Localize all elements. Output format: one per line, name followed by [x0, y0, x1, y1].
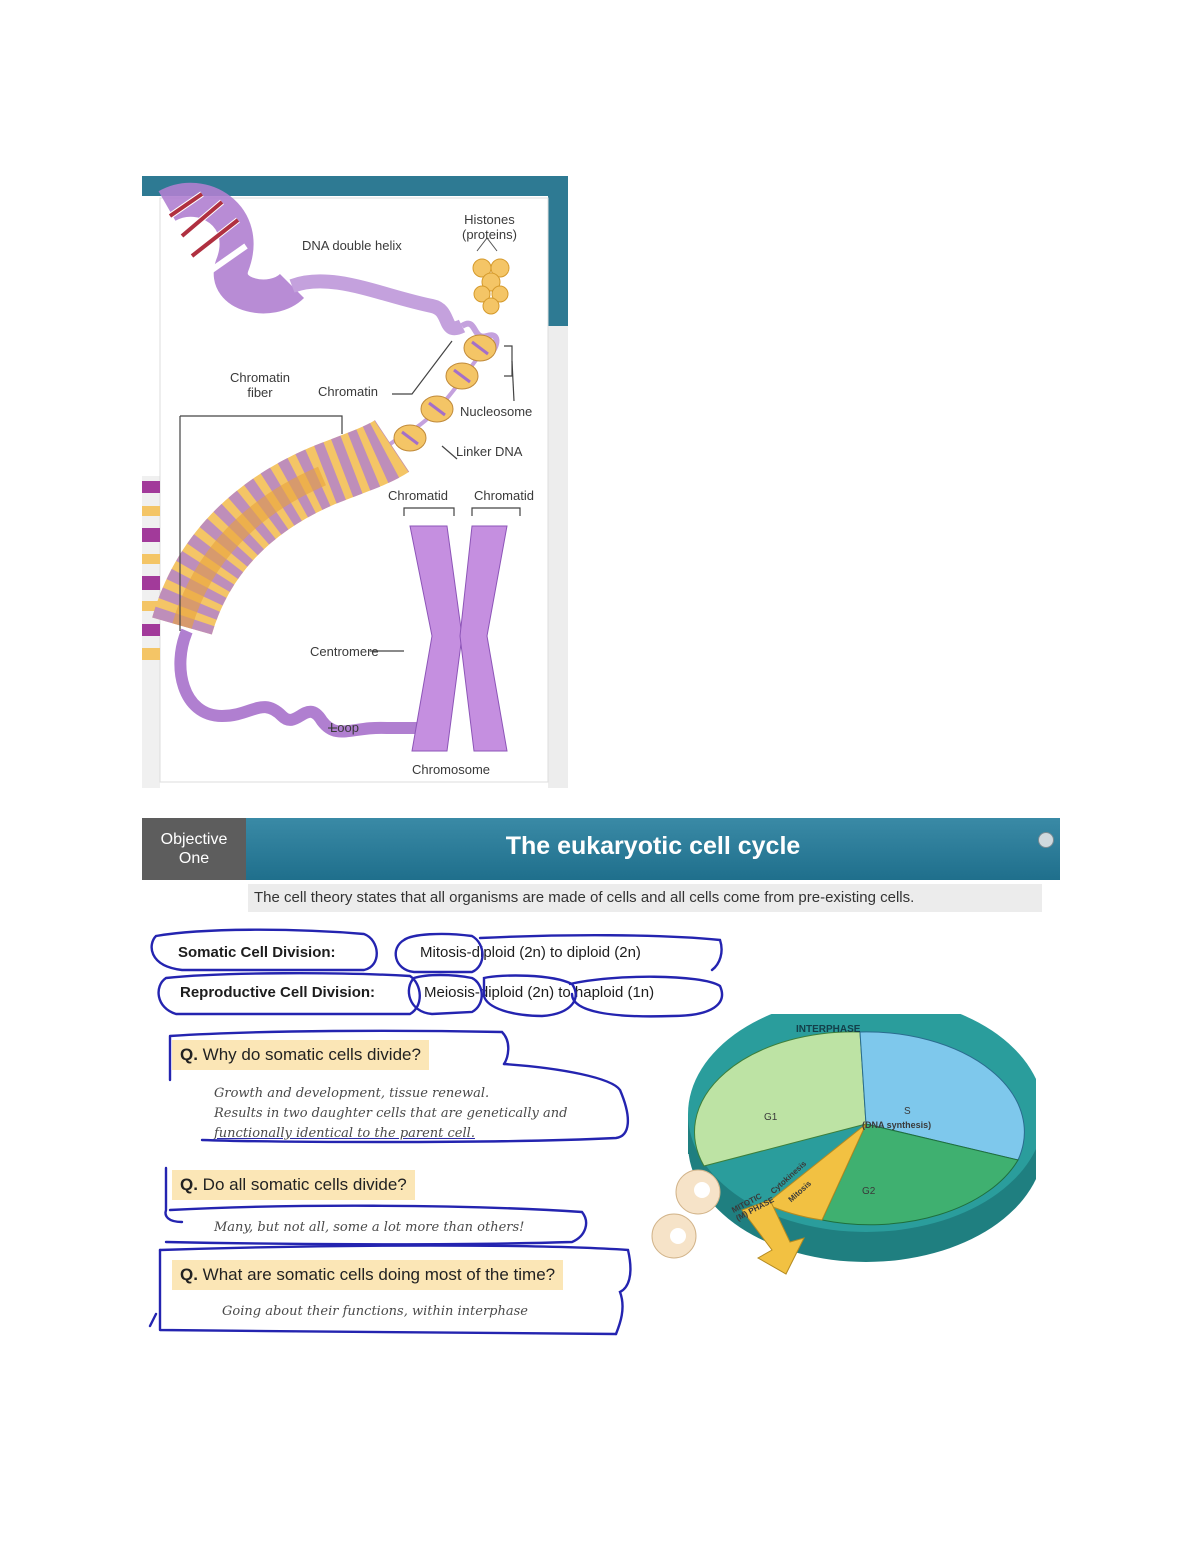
- objective-label: Objective One: [160, 831, 228, 867]
- label-nucleosome: Nucleosome: [460, 404, 533, 419]
- cell-theory-banner: The cell theory states that all organism…: [248, 884, 1042, 912]
- label-chromatid-right: Chromatid: [474, 488, 534, 503]
- answer-1-line-3: functionally identical to the parent cel…: [214, 1126, 475, 1141]
- cell-cycle-wheel: [651, 996, 1044, 1275]
- interphase-label: INTERPHASE: [796, 1024, 861, 1035]
- label-brackets: [179, 340, 521, 729]
- chromatin-fiber: [152, 419, 410, 636]
- edge-stripes: [142, 481, 160, 660]
- mitosis-detail: -diploid (2n) to diploid (2n): [466, 944, 641, 961]
- chromosome-x: [409, 525, 508, 752]
- somatic-division-detail: Mitosis-diploid (2n) to diploid (2n): [420, 944, 641, 961]
- label-dna-double-helix: DNA double helix: [302, 238, 402, 253]
- label-histones: Histones (proteins): [462, 212, 517, 242]
- chromatin-illustration: [142, 176, 568, 788]
- label-linker-dna: Linker DNA: [456, 444, 523, 459]
- chromatin-figure: Histones (proteins) DNA double helix Chr…: [142, 176, 568, 788]
- label-chromatin: Chromatin: [318, 384, 378, 399]
- reproductive-division-detail: Meiosis-diploid (2n) to haploid (1n): [424, 984, 654, 1001]
- g1-label: G1: [764, 1112, 778, 1123]
- g2-label: G2: [862, 1186, 876, 1197]
- label-chromatin-fiber: Chromatin fiber: [230, 370, 290, 400]
- slide-title: The eukaryotic cell cycle: [505, 832, 801, 860]
- question-3: Q. What are somatic cells doing most of …: [172, 1260, 564, 1290]
- question-1: Q. Why do somatic cells divide?: [172, 1040, 429, 1070]
- answer-1-line-1: Growth and development, tissue renewal.: [214, 1086, 490, 1101]
- s-label: S: [904, 1106, 911, 1117]
- label-chromosome: Chromosome: [412, 762, 491, 777]
- cell-cycle-diagram: INTERPHASE G1 S (DNA synthesis) G2 Cytok…: [646, 996, 1044, 1314]
- cell-cycle-slide: Objective One The eukaryotic cell cycle …: [142, 818, 1060, 1338]
- chromatin-loop: [174, 628, 417, 738]
- objective-box: Objective One: [142, 818, 246, 880]
- mitosis-term: Mitosis: [420, 944, 467, 961]
- histone-cluster: [472, 237, 510, 315]
- label-loop: Loop: [330, 720, 359, 735]
- answer-1-line-2: Results in two daughter cells that are g…: [214, 1106, 568, 1121]
- label-centromere: Centromere: [310, 644, 379, 659]
- answer-3-line-1: Going about their functions, within inte…: [222, 1304, 528, 1319]
- slide-control-button[interactable]: [1038, 832, 1054, 848]
- answer-2-line-1: Many, but not all, some a lot more than …: [214, 1220, 525, 1235]
- somatic-division-label: Somatic Cell Division:: [178, 944, 336, 961]
- label-chromatid-left: Chromatid: [388, 488, 448, 503]
- meiosis-term: Meiosis: [424, 984, 475, 1001]
- meiosis-detail: -diploid (2n) to haploid (1n): [474, 984, 655, 1001]
- title-bar: The eukaryotic cell cycle: [246, 818, 1060, 880]
- s-detail-label: (DNA synthesis): [862, 1120, 932, 1130]
- nucleosome-string: [356, 334, 497, 468]
- question-2: Q. Do all somatic cells divide?: [172, 1170, 415, 1200]
- reproductive-division-label: Reproductive Cell Division:: [180, 984, 376, 1001]
